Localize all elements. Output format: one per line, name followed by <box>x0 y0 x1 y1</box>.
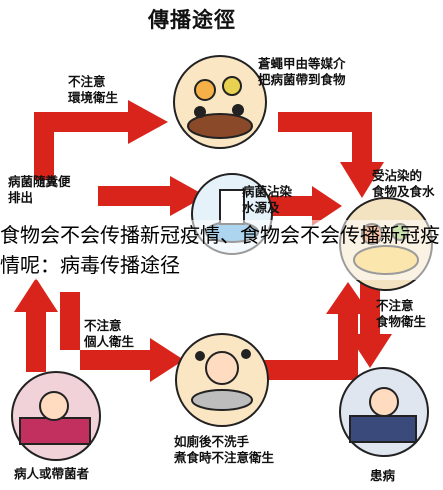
overlay-caption: 食物会不会传播新冠疫情、食物会不会传播新冠疫情呢：病毒传播途径 <box>0 220 443 280</box>
contaminated-food-line1: 受沾染的 <box>372 168 423 183</box>
arrows <box>14 100 392 382</box>
arrow-feces-to-flies <box>34 100 168 180</box>
feces-line1: 病菌隨糞便 <box>8 174 71 189</box>
patient-illustration <box>11 371 101 461</box>
handwash-label: 如廁後不洗手 煮食時不注意衛生 <box>174 434 274 466</box>
contaminated-food-line2: 食物及食水 <box>372 184 435 199</box>
env-hygiene-label: 不注意 環境衛生 <box>68 74 118 106</box>
handwash-illustration <box>175 333 269 427</box>
food-hygiene-line2: 食物衛生 <box>376 314 427 329</box>
env-hygiene-line2: 環境衛生 <box>68 90 119 105</box>
env-hygiene-line1: 不注意 <box>68 74 106 89</box>
arrow-feces-to-water <box>98 176 206 216</box>
arrow-patient-up <box>14 278 58 372</box>
water-source-line1: 病菌沾染 <box>242 184 293 199</box>
flies-label: 蒼蠅甲由等媒介 把病菌帶到食物 <box>258 56 346 88</box>
arrow-patient-to-handwash <box>60 292 184 382</box>
flies-label-line1: 蒼蠅甲由等媒介 <box>258 56 346 71</box>
feces-label: 病菌隨糞便 排出 <box>8 174 71 206</box>
personal-hygiene-label: 不注意 個人衛生 <box>84 318 134 350</box>
personal-hygiene-line1: 不注意 <box>84 318 122 333</box>
handwash-line1: 如廁後不洗手 <box>174 434 250 449</box>
personal-hygiene-line2: 個人衛生 <box>84 334 135 349</box>
arrow-food-to-sick <box>348 282 392 368</box>
contaminated-food-label: 受沾染的 食物及食水 <box>372 168 435 200</box>
flies-illustration <box>173 55 267 149</box>
food-hygiene-line1: 不注意 <box>376 298 414 313</box>
arrow-flies-to-food <box>278 112 384 198</box>
diagram-title: 傳播途徑 <box>148 8 236 32</box>
feces-line2: 排出 <box>8 190 34 205</box>
water-source-line2: 水源及 <box>242 200 280 215</box>
patient-label: 病人或帶菌者 <box>14 466 90 481</box>
sick-label: 患病 <box>370 468 396 483</box>
arrow-handwash-to-food <box>262 282 370 380</box>
food-hygiene-label: 不注意 食物衛生 <box>376 298 426 330</box>
water-source-label: 病菌沾染 水源及 <box>242 184 292 216</box>
flies-label-line2: 把病菌帶到食物 <box>258 72 346 87</box>
arrow-water-to-food <box>258 186 342 226</box>
handwash-line2: 煮食時不注意衛生 <box>174 450 275 465</box>
sick-illustration <box>339 367 429 457</box>
